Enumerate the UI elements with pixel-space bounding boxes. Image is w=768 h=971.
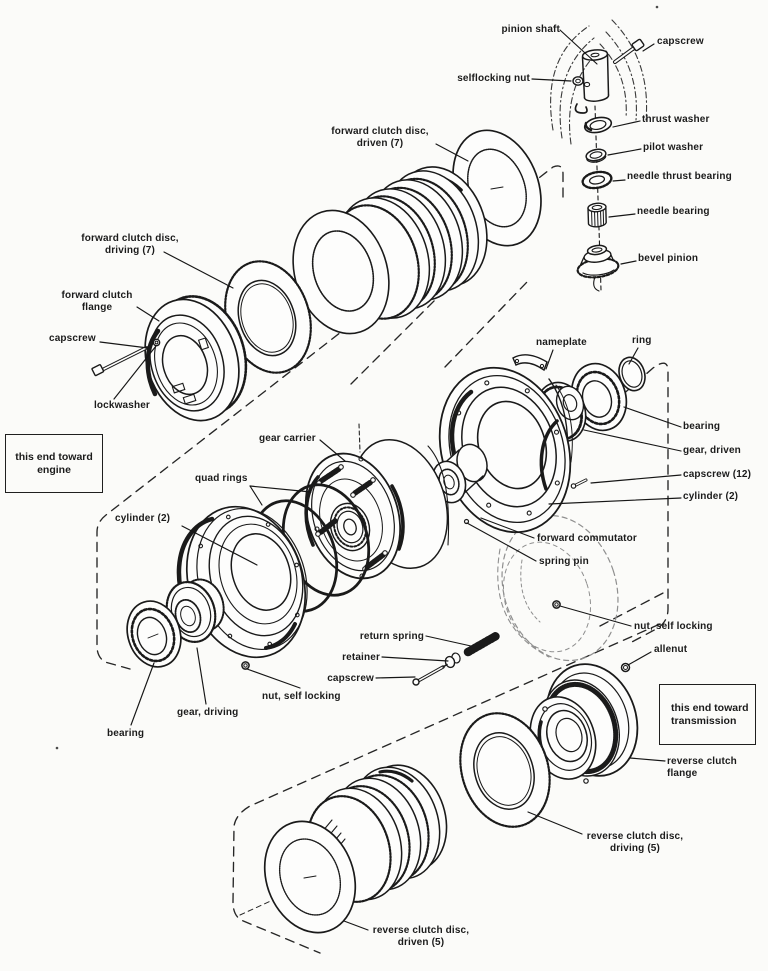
label-capscrew-mid: capscrew: [327, 673, 374, 684]
ring-part-drawing: [618, 356, 646, 392]
label-forward-clutch-disc-driving: forward clutch disc, driving (7): [81, 233, 179, 256]
label-selflocking-nut: selflocking nut: [457, 73, 530, 84]
allenut-drawing: [620, 662, 631, 673]
label-quad-rings: quad rings: [195, 473, 248, 484]
capscrew-left-drawing: [91, 343, 153, 377]
label-cylinder-2-right: cylinder (2): [683, 491, 739, 502]
label-gear-driving: gear, driving: [177, 707, 239, 718]
label-reverse-clutch-disc-driven: reverse clutch disc, driven (5): [372, 925, 470, 948]
label-ring: ring: [632, 335, 652, 346]
leader-lines: [99, 29, 682, 931]
label-nut-self-locking-left: nut, self locking: [262, 691, 341, 702]
label-cylinder-2-left: cylinder (2): [115, 513, 171, 524]
label-forward-clutch-flange: forward clutch flange: [61, 290, 133, 313]
label-gear-driven: gear, driven: [683, 445, 741, 456]
selflocking-nut-drawing: [572, 76, 591, 88]
retainer-drawing: [444, 652, 461, 669]
label-forward-clutch-disc-driven: forward clutch disc, driven (7): [331, 126, 429, 149]
label-lockwasher: lockwasher: [94, 400, 150, 411]
label-bearing-left: bearing: [107, 728, 145, 739]
label-gear-carrier: gear carrier: [259, 433, 316, 444]
reverse-clutch-disc-driving-drawing: [459, 712, 551, 828]
capscrew-top-drawing: [613, 38, 645, 64]
label-allenut: allenut: [654, 644, 688, 655]
capscrew-mid-drawing: [412, 663, 448, 686]
cylinder-2-right-drawing: [438, 366, 573, 534]
needle-bearing-drawing: [587, 202, 607, 228]
note-box-transmission-end: this end toward transmission: [659, 684, 756, 745]
nut-self-locking-right-drawing: [552, 600, 561, 609]
label-needle-thrust-bearing: needle thrust bearing: [627, 171, 732, 182]
label-retainer: retainer: [342, 652, 380, 663]
pinion-shaft-drawing: [574, 49, 610, 114]
label-forward-commutator: forward commutator: [537, 533, 637, 544]
label-bearing-right: bearing: [683, 421, 721, 432]
label-pilot-washer: pilot washer: [643, 142, 704, 153]
bevel-pinion-drawing: [576, 244, 620, 292]
nut-self-locking-left-drawing: [241, 661, 250, 670]
return-spring-drawing: [463, 631, 501, 657]
stray-marks: [55, 5, 659, 750]
label-spring-pin: spring pin: [539, 556, 589, 567]
needle-thrust-bearing-drawing: [581, 170, 613, 190]
label-nameplate: nameplate: [536, 337, 587, 348]
label-return-spring: return spring: [359, 631, 424, 642]
forward-clutch-flange-drawing: [144, 295, 248, 422]
pilot-washer-drawing: [585, 148, 607, 163]
label-pinion-shaft: pinion shaft: [501, 24, 560, 35]
label-thrust-washer: thrust washer: [642, 114, 710, 125]
label-capscrew-top: capscrew: [657, 36, 704, 47]
reverse-clutch-disc-driven-drawing: [263, 820, 357, 934]
capscrew-12-drawing: [570, 478, 588, 489]
forward-disc-middle-ring-drawing: [292, 209, 390, 335]
label-needle-bearing: needle bearing: [637, 206, 710, 217]
bearing-left-drawing: [126, 600, 182, 668]
nameplate-drawing: [512, 354, 548, 372]
label-nut-self-locking-right: nut, self locking: [634, 621, 713, 632]
reverse-disc-stack-drawing: [306, 764, 448, 903]
label-bevel-pinion: bevel pinion: [638, 253, 699, 264]
label-capscrew-left: capscrew: [49, 333, 96, 344]
forward-clutch-disc-driving-drawing: [224, 260, 312, 374]
label-capscrew-12: capscrew (12): [683, 469, 752, 480]
label-reverse-clutch-disc-driving: reverse clutch disc, driving (5): [586, 831, 684, 854]
note-box-engine-end: this end toward engine: [5, 434, 103, 493]
thrust-washer-drawing: [583, 116, 613, 134]
label-reverse-clutch-flange: reverse clutch flange: [667, 756, 737, 779]
